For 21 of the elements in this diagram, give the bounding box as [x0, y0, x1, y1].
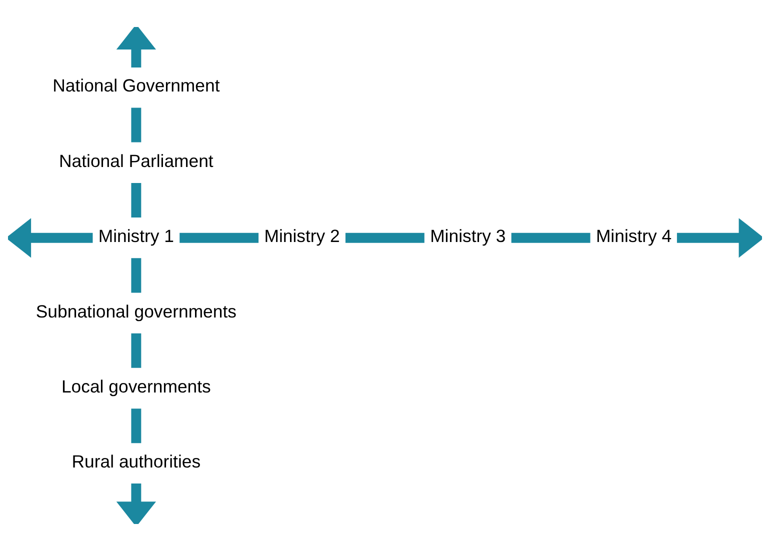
node-text: Subnational governments	[36, 300, 236, 321]
connector	[131, 182, 142, 217]
node-text: Local governments	[61, 376, 211, 396]
connector	[511, 232, 590, 242]
connector	[345, 232, 424, 242]
node-text: Ministry 3	[430, 226, 506, 246]
connector	[180, 232, 259, 242]
node-text: National Parliament	[59, 150, 214, 170]
connector	[131, 107, 142, 142]
arrow	[676, 218, 762, 258]
node-text: Rural authorities	[72, 451, 201, 472]
node-text: Ministry 2	[264, 226, 340, 246]
node-text: Ministry 1	[98, 226, 174, 246]
connector	[131, 258, 142, 292]
arrow	[116, 483, 156, 524]
arrow	[8, 218, 93, 258]
arrow	[116, 26, 156, 68]
node-text: National Government	[52, 75, 220, 96]
node-text: Ministry 4	[596, 226, 672, 246]
connector	[131, 332, 142, 368]
connector	[131, 408, 142, 443]
